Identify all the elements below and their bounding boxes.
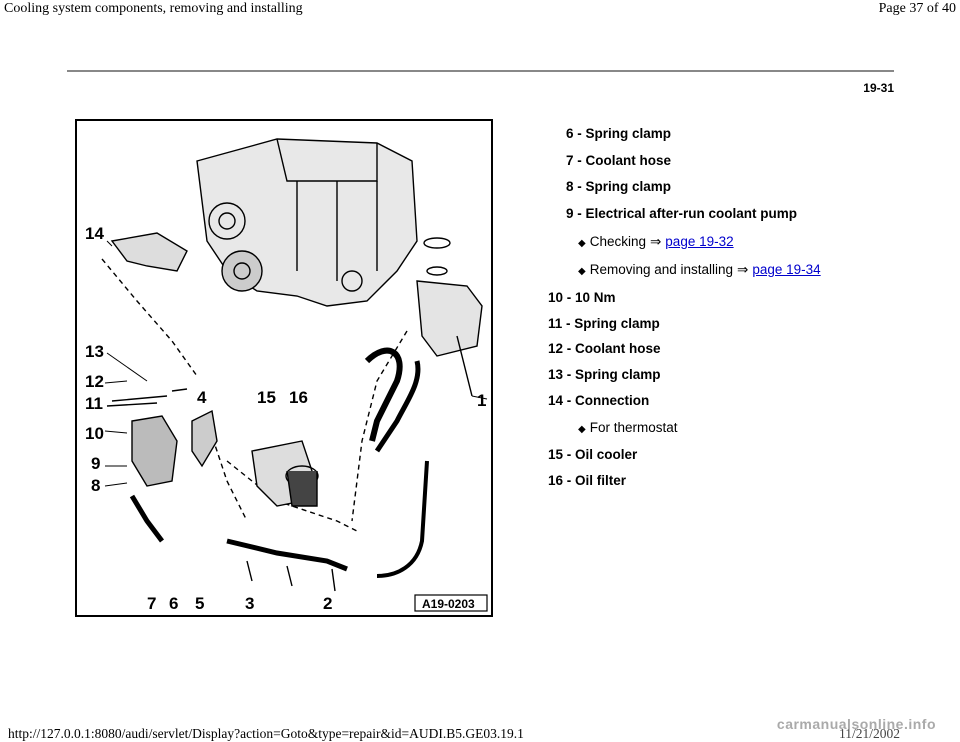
callout-9: 9 [91, 454, 100, 473]
document-title: Cooling system components, removing and … [4, 1, 303, 16]
subitem-removing: ◆Removing and installing⇒page 19-34 [578, 262, 821, 277]
diamond-bullet-icon: ◆ [578, 266, 586, 277]
callout-15: 15 [257, 388, 276, 407]
watermark: carmanualsonline.info [776, 716, 936, 732]
footer-url: http://127.0.0.1:8080/audi/servlet/Displ… [8, 726, 524, 741]
exploded-diagram: 14 13 12 11 10 9 8 7 6 5 4 15 16 1 3 2 A… [75, 119, 493, 617]
callout-5: 5 [195, 594, 204, 613]
page-indicator: Page 37 of 40 [878, 1, 956, 16]
callout-11: 11 [85, 394, 103, 413]
arrow-right-icon: ⇒ [649, 234, 662, 249]
list-item: 16 - Oil filter [548, 473, 627, 488]
list-item: 7 - Coolant hose [566, 153, 672, 168]
section-page-number: 19-31 [863, 81, 894, 95]
page-header: Cooling system components, removing and … [0, 0, 960, 22]
footer-date: 11/21/2002 [838, 726, 900, 741]
header-rule [67, 70, 894, 72]
callout-2: 2 [323, 594, 332, 613]
callout-1: 1 [477, 391, 486, 410]
list-item: 11 - Spring clamp [548, 316, 660, 331]
figure-label: A19-0203 [422, 597, 475, 611]
callout-14: 14 [85, 224, 104, 243]
list-item: 13 - Spring clamp [548, 367, 661, 382]
callout-8: 8 [91, 476, 100, 495]
callout-10: 10 [85, 424, 104, 443]
callout-4: 4 [197, 388, 207, 407]
callout-16: 16 [289, 388, 308, 407]
arrow-right-icon: ⇒ [737, 262, 749, 277]
link-page-19-34[interactable]: page 19-34 [752, 262, 821, 277]
list-item: 12 - Coolant hose [548, 341, 661, 356]
link-page-19-32[interactable]: page 19-32 [665, 234, 734, 249]
callout-7: 7 [147, 594, 156, 613]
list-item: 10 - 10 Nm [548, 290, 616, 305]
subitem-checking: ◆Checking⇒page 19-32 [578, 234, 734, 249]
diamond-bullet-icon: ◆ [578, 424, 586, 435]
diamond-bullet-icon: ◆ [578, 238, 586, 249]
list-item: 8 - Spring clamp [566, 179, 672, 194]
callout-3: 3 [245, 594, 254, 613]
list-item: 15 - Oil cooler [548, 447, 638, 462]
callout-6: 6 [169, 594, 178, 613]
list-item: 14 - Connection [548, 393, 650, 408]
list-item: 6 - Spring clamp [566, 126, 672, 141]
callout-13: 13 [85, 342, 104, 361]
subitem-thermostat: ◆For thermostat [578, 420, 678, 435]
list-item: 9 - Electrical after-run coolant pump [566, 206, 798, 221]
callout-12: 12 [85, 372, 104, 391]
